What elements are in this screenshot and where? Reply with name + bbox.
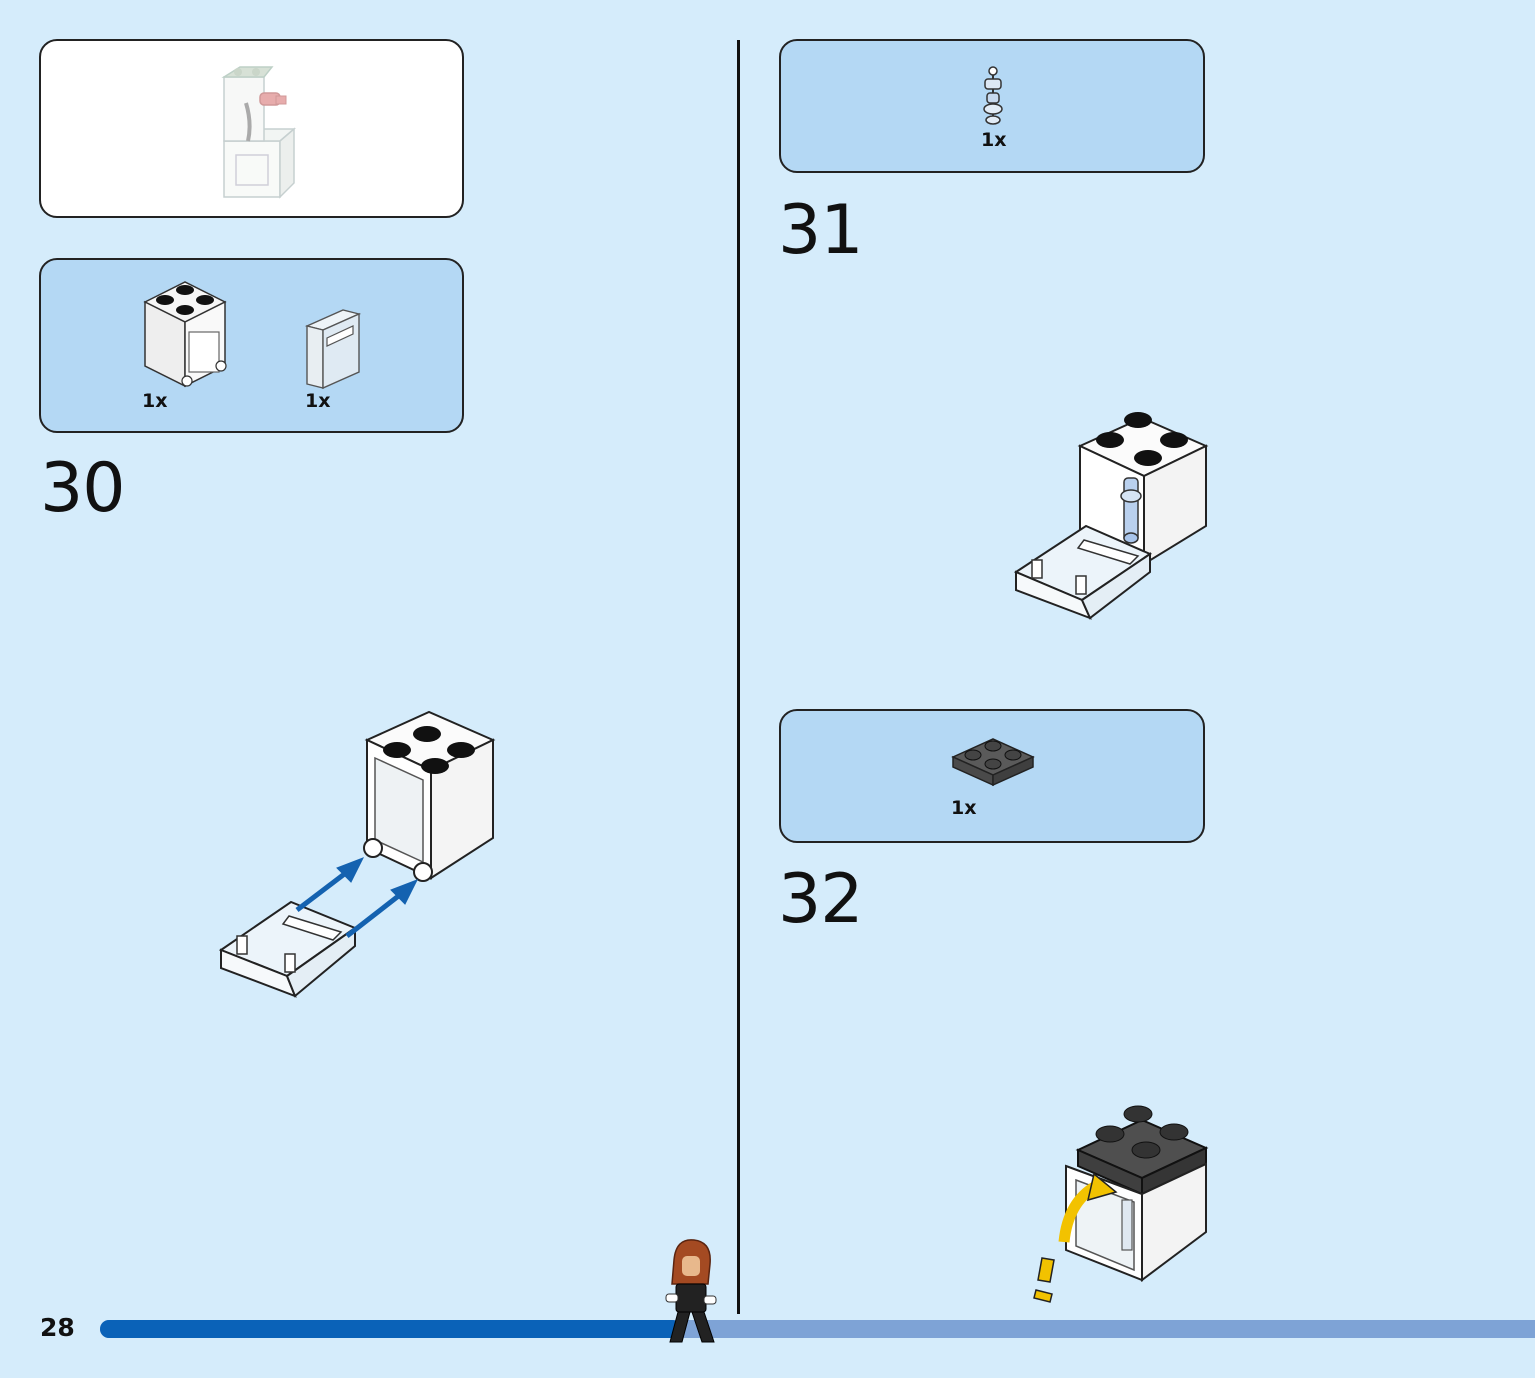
minifigure-progress-marker-icon (665, 1239, 717, 1343)
container-door-icon (304, 309, 362, 390)
transparent-pin-icon (983, 66, 1003, 125)
submodel-preview-icon (221, 66, 297, 199)
column-divider (737, 40, 740, 1314)
step-number-30: 30 (40, 449, 126, 528)
part-qty: 1x (142, 390, 168, 412)
step-number-31: 31 (778, 191, 864, 270)
part-qty: 1x (305, 390, 331, 412)
page-number: 28 (40, 1313, 75, 1342)
part-qty: 1x (981, 129, 1007, 151)
dark-gray-plate-2x2-icon (951, 738, 1035, 787)
step-30-assembly-illustration (218, 710, 496, 998)
step-32-assembly-illustration (1033, 1105, 1209, 1303)
step-31-assembly-illustration (1013, 412, 1209, 620)
step-32-parts-panel: 1x (779, 709, 1205, 843)
progress-fill (100, 1320, 681, 1338)
step-30-parts-panel: 1x 1x (39, 258, 464, 433)
submodel-preview-panel (39, 39, 464, 218)
part-qty: 1x (951, 797, 977, 819)
container-2x2x2-icon (143, 281, 227, 388)
step-31-parts-panel: 1x (779, 39, 1205, 173)
step-number-32: 32 (778, 860, 864, 939)
